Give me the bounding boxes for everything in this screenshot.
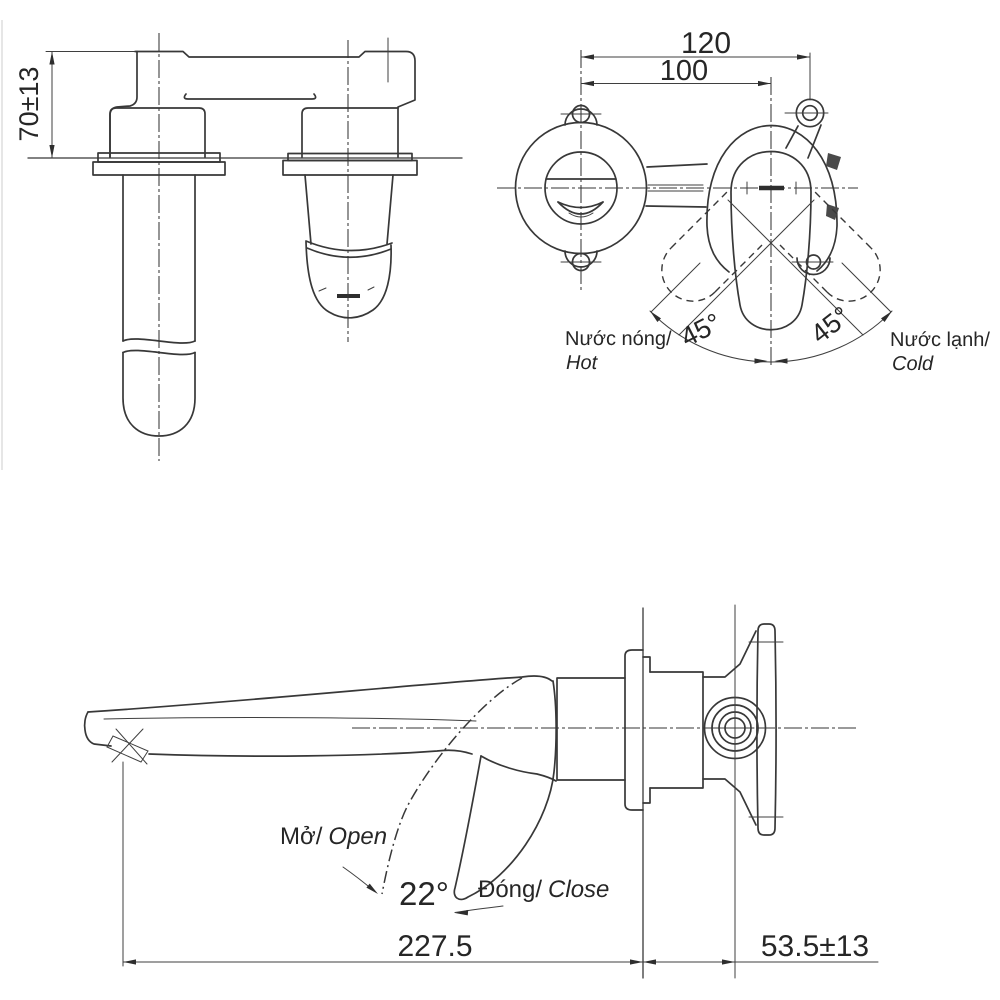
escutcheon-step-top — [642, 656, 651, 673]
cold-label-vi: Nước lạnh/ — [890, 329, 990, 351]
angle22-text: 22° — [399, 875, 449, 912]
front-view: 120 100 45° 45° Nước nóng/ Hot Nước lạnh… — [497, 27, 990, 375]
mixer-body-dome — [706, 124, 838, 273]
dim227-arrow-right — [630, 959, 643, 965]
spout-left-edge — [304, 174, 312, 245]
body-top-outline — [134, 50, 416, 158]
angle22-leader-line — [454, 905, 504, 913]
escutcheon-side — [624, 649, 644, 811]
bar-bottom-edge — [183, 93, 317, 100]
spout-rim-2 — [306, 247, 392, 259]
valve-sleeve — [556, 677, 626, 781]
spout-dash-right — [367, 286, 375, 291]
dim70-text: 70±13 — [14, 67, 44, 142]
close-label: Đóng/Close — [478, 876, 609, 903]
left-column-outline — [109, 50, 138, 158]
installed-side-view: 227.5 53.5±13 Mở/Open 22° Đóng/Close — [83, 604, 879, 979]
hot-top-lug-arch — [564, 108, 598, 126]
open-position-left-edge-inner — [714, 244, 763, 293]
angle-dim-arc — [649, 310, 893, 363]
bottom-lug-arch — [796, 257, 831, 276]
arc-arrow-left — [650, 311, 661, 322]
dim100-text: 100 — [660, 55, 708, 87]
lug-arm-line-1 — [785, 125, 799, 149]
right-wall-plate — [282, 159, 418, 176]
diagonal-line-2 — [678, 199, 815, 336]
spout-cup — [305, 241, 392, 319]
spout-tip — [83, 711, 112, 747]
pipe-top-line — [646, 163, 708, 168]
hot-angle-text: 45° — [676, 307, 726, 352]
right-thin-plate — [287, 152, 413, 162]
spout-inner-edge — [103, 717, 477, 722]
left-valve-body — [109, 107, 206, 158]
dim227-text: 227.5 — [397, 930, 472, 963]
pipe-bottom-line — [645, 205, 707, 208]
lever-closed-outline — [453, 680, 557, 901]
side-lug-wedge-1 — [826, 153, 841, 170]
cold-angle-text: 45° — [805, 301, 856, 350]
hot-smile-lower — [557, 201, 604, 215]
dim120-text: 120 — [681, 27, 731, 60]
trim-top — [702, 630, 757, 678]
dim53-arrow-left — [643, 959, 656, 965]
dim120-arrow-right — [797, 54, 810, 60]
lever-handle — [730, 150, 812, 331]
cold-label-en: Cold — [892, 353, 934, 375]
escutcheon-step-bottom — [642, 787, 651, 804]
arc-ext-right — [841, 262, 892, 313]
dim120-arrow-left — [581, 54, 594, 60]
lever-notch-line — [480, 755, 557, 782]
aerator-outline — [106, 735, 149, 763]
trim-bottom — [702, 778, 757, 826]
hot-smile-inner — [568, 212, 594, 218]
dim100-arrow-right — [758, 80, 771, 87]
valve-body — [649, 671, 704, 789]
tube-lower — [122, 351, 196, 437]
dim227-arrow-left — [123, 959, 136, 965]
arc-arrow-right — [881, 311, 892, 322]
spout-top-edge — [87, 675, 553, 713]
dim53-arrow-right — [722, 959, 735, 965]
dim70-arrow-down — [49, 145, 55, 158]
arc-ext-left — [650, 262, 701, 313]
hot-smile-upper — [557, 201, 604, 209]
open-leader-arrow — [366, 883, 378, 894]
side-lug-wedge-2 — [826, 204, 839, 220]
arc-center-arrow-right — [774, 358, 788, 364]
open-position-left-edge-outer — [670, 188, 731, 249]
angle22-arrow — [455, 909, 469, 916]
spout-bottom-edge — [148, 749, 473, 757]
handle-flange — [756, 623, 777, 836]
spout-right-edge — [386, 174, 394, 245]
dim53-text: 53.5±13 — [761, 930, 869, 963]
lever-open-outline — [381, 677, 523, 895]
spout-dash-left — [318, 287, 327, 292]
dim100-arrow-left — [581, 80, 594, 87]
dim70-arrow-up — [49, 51, 55, 65]
spout-rim-1 — [305, 240, 393, 252]
open-position-right-edge-outer — [811, 188, 872, 249]
side-elevation-view: 70±13 — [14, 33, 463, 461]
open-label: Mở/Open — [280, 823, 387, 850]
lug-arm-line-2 — [807, 124, 822, 159]
aerator-cross-2 — [111, 728, 144, 763]
hot-label-vi: Nước nóng/ — [565, 328, 672, 350]
aerator-cross-1 — [115, 728, 148, 765]
diagonal-line-1 — [727, 199, 864, 336]
arc-center-arrow-left — [754, 358, 768, 364]
hot-valve-inner-circle — [544, 151, 618, 225]
hot-bottom-lug-arch — [564, 250, 598, 268]
hot-label-en: Hot — [566, 352, 599, 374]
right-valve-body — [301, 107, 399, 158]
